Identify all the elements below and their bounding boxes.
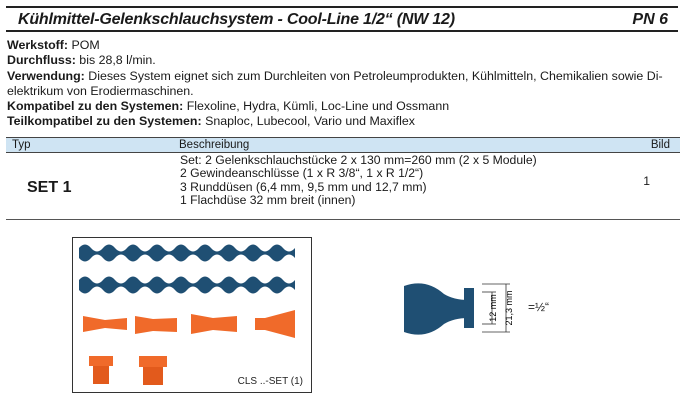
flat-nozzle-icon bbox=[255, 310, 295, 338]
set-parts-illustration bbox=[79, 244, 295, 385]
thread-connector-large-icon bbox=[139, 356, 167, 385]
pressure-rating: PN 6 bbox=[632, 11, 668, 28]
product-photo: CLS ..-SET (1) bbox=[72, 237, 312, 393]
description-line: 3 Runddüsen (6,4 mm, 9,5 mm und 12,7 mm) bbox=[180, 179, 427, 194]
hose-segment-icon bbox=[79, 244, 295, 262]
column-header-bild: Bild bbox=[650, 139, 670, 151]
thread-connector-small-icon bbox=[89, 356, 113, 384]
round-nozzle-large-icon bbox=[191, 314, 237, 334]
round-nozzle-small-icon bbox=[83, 316, 127, 332]
dimension-detail: 12 mm 21,3 mm =½“ bbox=[398, 268, 618, 348]
column-header-typ: Typ bbox=[12, 139, 31, 151]
hose-module-dimension-icon: 12 mm 21,3 mm bbox=[404, 283, 514, 335]
row-divider bbox=[6, 219, 680, 220]
table-header: Typ Beschreibung Bild bbox=[6, 137, 680, 153]
spec-teilkompatibel: Teilkompatibel zu den Systemen: Snaploc,… bbox=[7, 114, 415, 129]
spec-verwendung-cont: elektrikum von Erodiermaschinen. bbox=[7, 83, 194, 98]
description-line: 1 Flachdüse 32 mm breit (innen) bbox=[180, 193, 356, 208]
set-type-label: SET 1 bbox=[27, 179, 72, 196]
title-bar: Kühlmittel-Gelenkschlauchsystem - Cool-L… bbox=[6, 6, 678, 32]
outer-dimension-label: 21,3 mm bbox=[504, 290, 514, 325]
spec-verwendung: Verwendung: Dieses System eignet sich zu… bbox=[7, 68, 663, 83]
description-line: 2 Gewindeanschlüsse (1 x R 3/8“, 1 x R 1… bbox=[180, 166, 424, 181]
hose-segment-icon bbox=[79, 276, 295, 294]
description-line: Set: 2 Gelenkschlauchstücke 2 x 130 mm=2… bbox=[180, 153, 537, 167]
spec-werkstoff: Werkstoff: POM bbox=[7, 38, 100, 52]
round-nozzle-medium-icon bbox=[135, 316, 177, 334]
photo-caption: CLS ..-SET (1) bbox=[237, 376, 303, 387]
table-row: SET 1 Set: 2 Gelenkschlauchstücke 2 x 13… bbox=[6, 152, 680, 219]
specifications: Werkstoff: POM Durchfluss: bis 28,8 l/mi… bbox=[7, 38, 679, 130]
column-header-beschreibung: Beschreibung bbox=[179, 139, 250, 151]
row-description: Set: 2 Gelenkschlauchstücke 2 x 130 mm=2… bbox=[180, 153, 537, 208]
nominal-size-label: =½“ bbox=[528, 300, 550, 314]
spec-durchfluss: Durchfluss: bis 28,8 l/min. bbox=[7, 53, 156, 68]
inner-dimension-label: 12 mm bbox=[488, 294, 498, 322]
page-title: Kühlmittel-Gelenkschlauchsystem - Cool-L… bbox=[18, 11, 455, 28]
row-bild-number: 1 bbox=[643, 174, 650, 188]
spec-kompatibel: Kompatibel zu den Systemen: Flexoline, H… bbox=[7, 99, 450, 114]
